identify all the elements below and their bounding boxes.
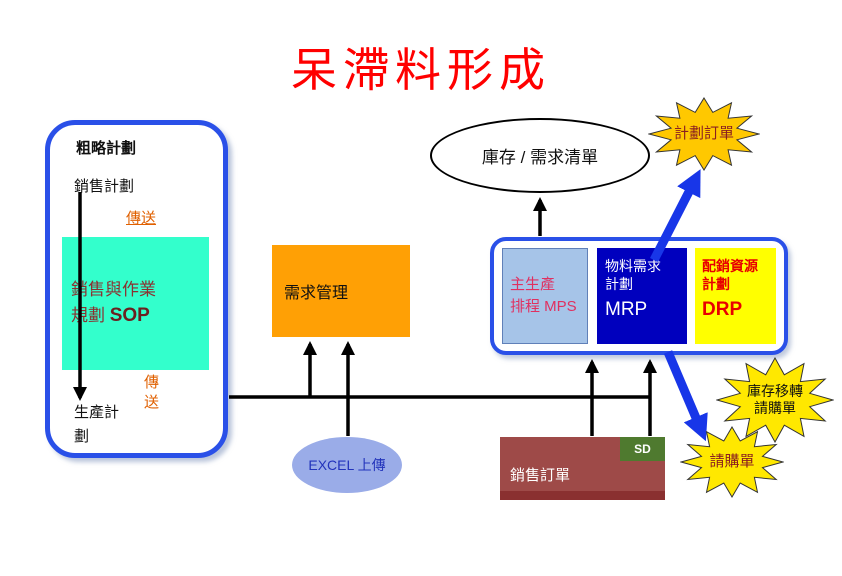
mps-line1: 主生產 (510, 276, 556, 294)
planning-systems-group: 主生產 排程 MPS 物料需求 計劃 MRP 配銷資源 計劃 DRP (490, 237, 788, 355)
excel-upload-ellipse: EXCEL 上傳 (292, 437, 402, 493)
drp-line2: 計劃 (702, 276, 730, 293)
stock-transfer-line2: 請購單 (754, 400, 796, 416)
sd-module-tag: SD (620, 437, 665, 461)
mps-line2: 排程 MPS (510, 298, 577, 315)
production-plan-label: 生產計劃 (74, 404, 120, 445)
starburst-shape (680, 426, 784, 498)
inventory-demand-list-label: 庫存 / 需求清單 (481, 148, 599, 167)
drp-line1: 配銷資源 (702, 258, 758, 274)
planned-order-label: 計劃訂單 (673, 124, 734, 142)
excel-upload-label: EXCEL 上傳 (308, 457, 386, 473)
transmit-bottom-label: 傳送 (144, 374, 160, 412)
sop-acronym: SOP (109, 305, 150, 326)
sop-line2: 規劃 SOP (71, 302, 209, 331)
mrp-line1: 物料需求 (605, 258, 661, 274)
sales-order-label: 銷售訂單 (510, 467, 571, 484)
demand-management-label: 需求管理 (284, 285, 349, 302)
transmit-top-label: 傳送 (126, 210, 157, 227)
sop-box: 銷售與作業 規劃 SOP (62, 237, 209, 370)
mrp-acronym: MRP (605, 299, 648, 321)
slide-title: 呆滯料形成 (291, 45, 551, 96)
starburst-purchase-requisition: 請購單 (680, 426, 784, 498)
starburst-planned-order: 計劃訂單 (648, 97, 760, 171)
starburst-shape (648, 97, 760, 171)
demand-management-box: 需求管理 (272, 245, 410, 337)
inventory-demand-list-ellipse: 庫存 / 需求清單 (430, 118, 650, 193)
mps-box: 主生產 排程 MPS (502, 248, 588, 344)
starburst-stock-transfer-requisition: 庫存移轉 請購單 (716, 357, 834, 443)
arrow-mrp-to-purchase-requisition (663, 350, 708, 442)
starburst-shape (716, 357, 834, 443)
sop-line1: 銷售與作業 (71, 279, 156, 299)
drp-acronym: DRP (702, 299, 743, 321)
sop-line2-text: 規劃 (71, 306, 105, 325)
stock-transfer-line1: 庫存移轉 (747, 382, 803, 399)
sales-plan-label: 銷售計劃 (74, 178, 135, 195)
rough-planning-header: 粗略計劃 (76, 140, 137, 157)
purchase-requisition-label: 請購單 (709, 452, 755, 470)
rough-planning-panel: 粗略計劃 銷售計劃 傳送 銷售與作業 規劃 SOP 傳送 生產計劃 (45, 120, 228, 458)
drp-box: 配銷資源 計劃 DRP (695, 248, 776, 344)
sales-order-box: SD 銷售訂單 (500, 437, 665, 500)
mrp-line2: 計劃 (605, 276, 633, 293)
stock-transfer-requisition-label: 庫存移轉 請購單 (716, 357, 834, 443)
mrp-box: 物料需求 計劃 MRP (597, 248, 687, 344)
